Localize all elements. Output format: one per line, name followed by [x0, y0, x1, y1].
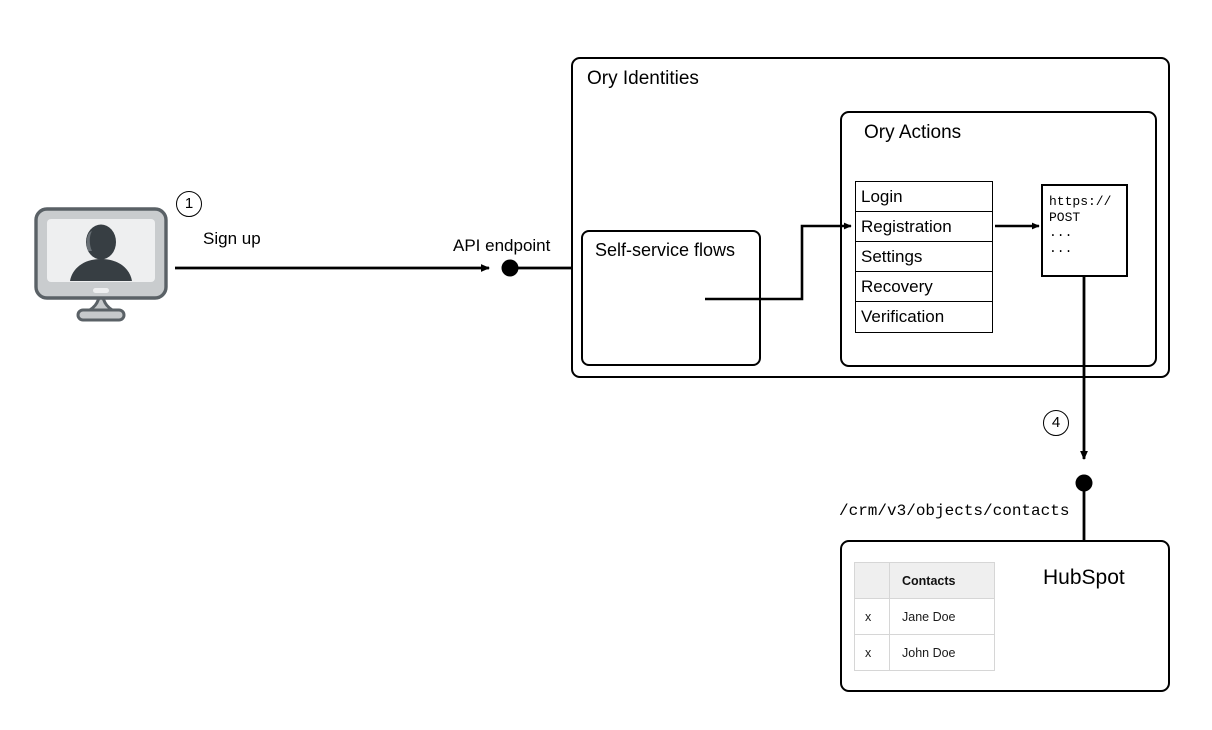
table-cell-flag: x: [854, 634, 890, 671]
table-row[interactable]: x John Doe: [854, 634, 995, 671]
api-endpoint-dot: [501, 259, 519, 277]
flow-item-settings[interactable]: Settings: [856, 242, 992, 272]
flow-item-verification[interactable]: Verification: [861, 307, 945, 326]
flow-item-registration[interactable]: Registration: [856, 212, 992, 242]
step-badge-1: 1: [176, 191, 202, 217]
table-header-row: Contacts: [854, 562, 995, 599]
step-badge-4: 4: [1043, 410, 1069, 436]
table-cell-flag: x: [854, 598, 890, 635]
edge-label-api-endpoint: API endpoint: [453, 236, 551, 255]
flow-item-login[interactable]: Login: [856, 182, 992, 212]
webhook-request-box: https:// POST ... ...: [1041, 184, 1128, 277]
hubspot-contacts-table: Contacts x Jane Doe x John Doe: [854, 562, 995, 671]
hubspot-endpoint-dot: [1075, 474, 1093, 492]
table-cell-name: John Doe: [889, 634, 995, 671]
table-header-contacts: Contacts: [889, 562, 995, 599]
ory-identities-title: Ory Identities: [587, 68, 699, 89]
edge-label-crm-path: /crm/v3/objects/contacts: [839, 502, 1070, 520]
table-row[interactable]: x Jane Doe: [854, 598, 995, 635]
ory-actions-flow-list: Login Registration Settings Recovery Ver…: [855, 181, 993, 333]
ory-actions-title: Ory Actions: [864, 122, 962, 143]
table-header-flag: [854, 562, 890, 599]
webhook-request-code: https:// POST ... ...: [1049, 194, 1112, 256]
self-service-flows-title: Self-service flows: [595, 240, 736, 260]
table-cell-name: Jane Doe: [889, 598, 995, 635]
edge-label-sign-up: Sign up: [203, 229, 261, 248]
flow-item-recovery[interactable]: Recovery: [856, 272, 992, 302]
monitor-user-icon: [33, 206, 169, 324]
hubspot-title: HubSpot: [1043, 566, 1125, 589]
